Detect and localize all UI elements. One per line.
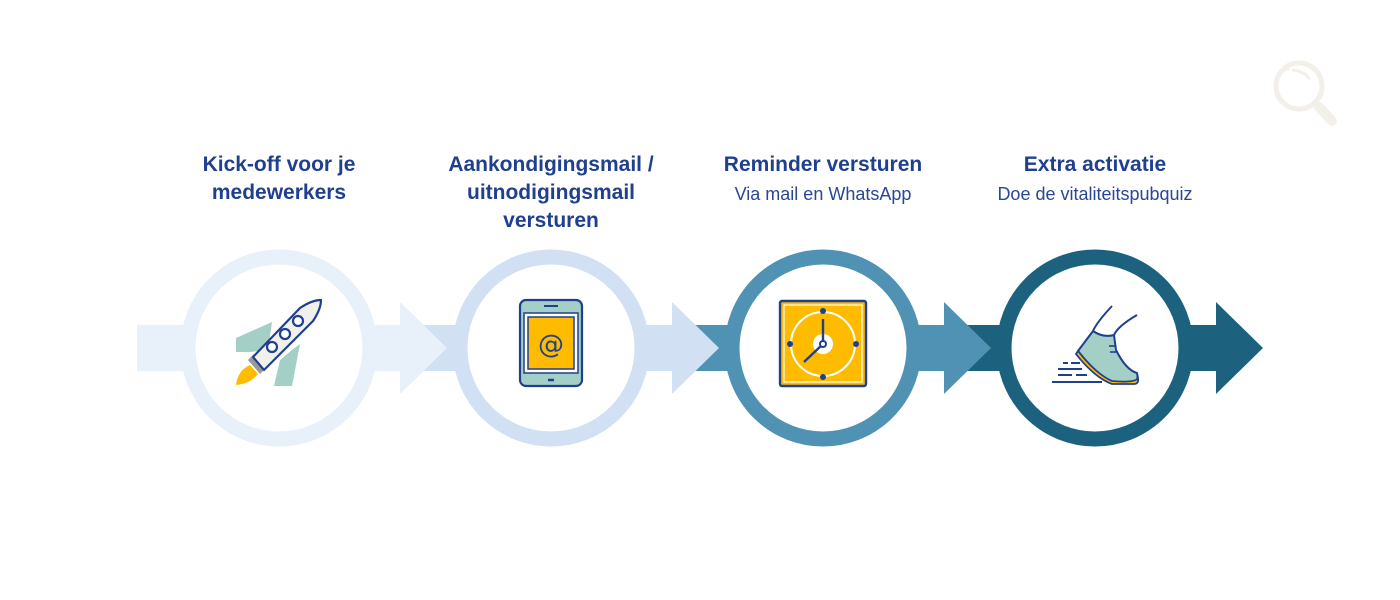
step-3-text: Reminder versturen Via mail en WhatsApp xyxy=(693,151,953,206)
svg-text:@: @ xyxy=(538,330,564,360)
running-shoe-icon xyxy=(1052,305,1140,385)
step-2-text: Aankondigingsmail / uitnodigingsmail ver… xyxy=(421,151,681,235)
magnifying-glass-icon xyxy=(1273,60,1337,126)
step-4-text: Extra activatie Doe de vitaliteitspubqui… xyxy=(965,151,1225,206)
rocket-icon xyxy=(236,298,323,386)
step-3-title: Reminder versturen xyxy=(723,153,923,176)
clock-icon xyxy=(778,299,868,388)
step-1-text: Kick-off voor je medewerkers xyxy=(149,151,409,207)
step-3-subtitle: Via mail en WhatsApp xyxy=(734,184,912,204)
step-2-title: Aankondigingsmail / uitnodigingsmail ver… xyxy=(448,153,654,232)
step-4-title: Extra activatie xyxy=(1023,153,1167,176)
step-1-title: Kick-off voor je medewerkers xyxy=(202,153,356,204)
step-4-subtitle: Doe de vitaliteitspubquiz xyxy=(997,184,1193,204)
tablet-email-icon: @ xyxy=(518,298,584,388)
